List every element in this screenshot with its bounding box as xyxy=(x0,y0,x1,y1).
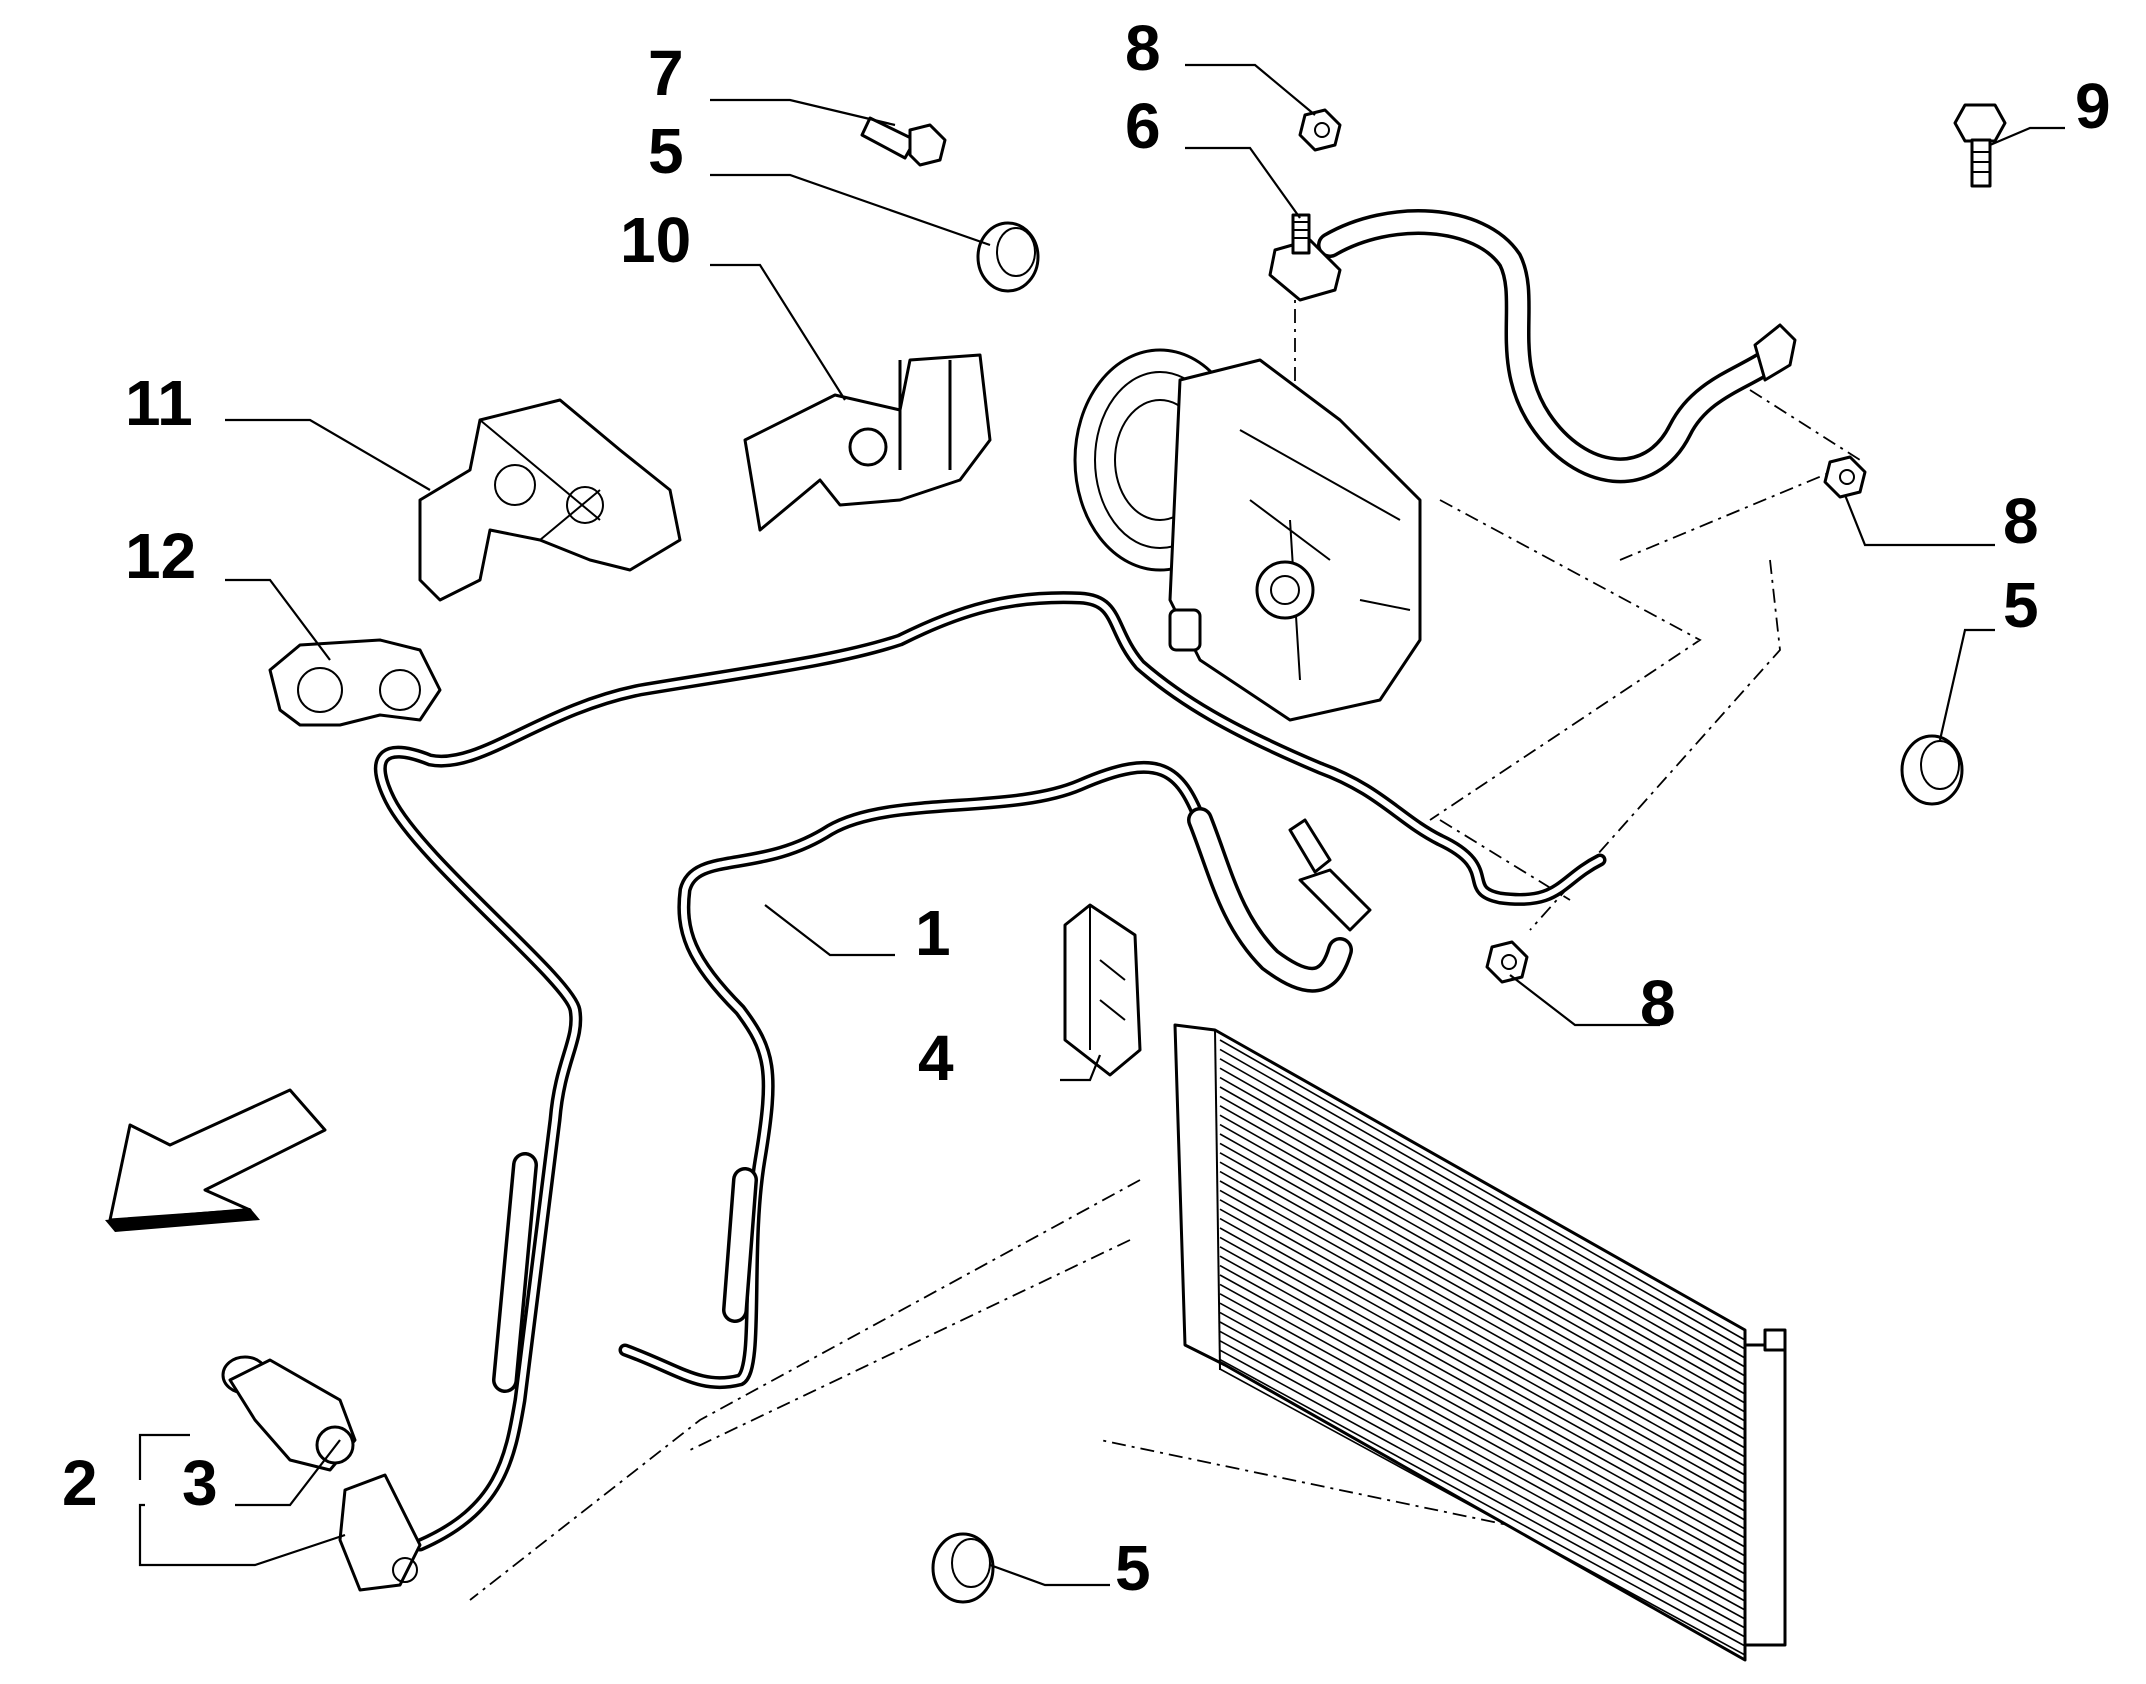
condenser-fin xyxy=(1219,1330,1746,1620)
callout-5: 5 xyxy=(1115,1532,1151,1604)
nut-icon xyxy=(1298,108,1867,984)
callout-11: 11 xyxy=(125,367,193,439)
condenser-fin xyxy=(1219,1076,1746,1377)
condenser-fin xyxy=(1219,1180,1746,1476)
pipe-fitting-2-icon xyxy=(338,1473,422,1592)
callout-5: 5 xyxy=(2003,569,2039,641)
condenser-fin xyxy=(1219,1058,1746,1359)
callout-8: 8 xyxy=(1125,12,1161,84)
callout-5: 5 xyxy=(648,115,684,187)
refrigerant-pipe-1 xyxy=(374,591,1607,1552)
condenser-fin xyxy=(1219,1368,1746,1656)
bracket-10-icon xyxy=(743,353,992,532)
condenser-fin xyxy=(1219,1067,1746,1368)
callout-7: 7 xyxy=(648,37,684,109)
callout-2: 2 xyxy=(62,1447,98,1519)
bolt-icon xyxy=(860,103,2007,188)
condenser-fin xyxy=(1219,1114,1746,1413)
condenser-fin xyxy=(1219,1152,1746,1449)
refrigerant-hose-upper xyxy=(1317,209,1797,484)
condenser-fin xyxy=(1219,1133,1746,1431)
clip-11-icon xyxy=(418,398,682,602)
condenser-fin xyxy=(1219,1321,1746,1611)
condenser-fin xyxy=(1219,1199,1746,1494)
stud-bracket xyxy=(1268,213,1342,302)
condenser-fin xyxy=(1219,1349,1746,1638)
clip-4-icon xyxy=(1063,903,1142,1077)
condenser-fin xyxy=(1219,1208,1746,1503)
leader-lines xyxy=(138,63,2065,1587)
callout-8: 8 xyxy=(2003,485,2039,557)
callouts: 7 5 10 11 12 8 6 9 8 5 1 4 8 2 3 5 xyxy=(62,12,2111,1604)
condenser-fin xyxy=(1219,1170,1746,1467)
callout-12: 12 xyxy=(125,520,196,592)
condenser-fin xyxy=(1219,1086,1746,1386)
direction-arrow-icon xyxy=(105,1088,327,1232)
callout-8: 8 xyxy=(1640,967,1676,1039)
o-ring-icon xyxy=(931,221,1964,1604)
condenser-fin xyxy=(1219,1283,1746,1575)
callout-9: 9 xyxy=(2075,70,2111,142)
condenser-fin xyxy=(1219,1142,1746,1440)
condenser-fin xyxy=(1219,1255,1746,1548)
compressor-icon xyxy=(1073,348,1422,722)
condenser-fin xyxy=(1219,1105,1746,1404)
condenser-fin xyxy=(1219,1123,1746,1422)
condenser-fin xyxy=(1219,1217,1746,1512)
callout-10: 10 xyxy=(620,204,691,276)
construction-lines xyxy=(469,260,1862,1601)
condenser-fin xyxy=(1219,1189,1746,1485)
condenser-fin xyxy=(1219,1293,1746,1584)
callout-1: 1 xyxy=(915,897,951,969)
condenser-fin xyxy=(1219,1161,1746,1458)
condenser-fin xyxy=(1219,1236,1746,1530)
condenser-fin xyxy=(1219,1048,1746,1350)
callout-4: 4 xyxy=(918,1022,954,1094)
condenser-icon xyxy=(1173,1023,1787,1662)
condenser-fin xyxy=(1219,1095,1746,1395)
condenser-fin xyxy=(1219,1264,1746,1557)
refrigerant-pipe-2 xyxy=(492,760,1372,1393)
condenser-fin xyxy=(1219,1358,1746,1647)
clip-12-icon xyxy=(268,638,442,727)
condenser-fin xyxy=(1219,1039,1746,1341)
condenser-fin xyxy=(1219,1311,1746,1602)
condenser-fin xyxy=(1219,1340,1746,1629)
callout-3: 3 xyxy=(182,1447,218,1519)
condenser-fin xyxy=(1219,1274,1746,1566)
condenser-fin xyxy=(1219,1302,1746,1593)
callout-6: 6 xyxy=(1125,90,1161,162)
pressure-switch-icon xyxy=(221,1355,357,1472)
condenser-fin xyxy=(1219,1227,1746,1521)
condenser-fin xyxy=(1219,1246,1746,1539)
